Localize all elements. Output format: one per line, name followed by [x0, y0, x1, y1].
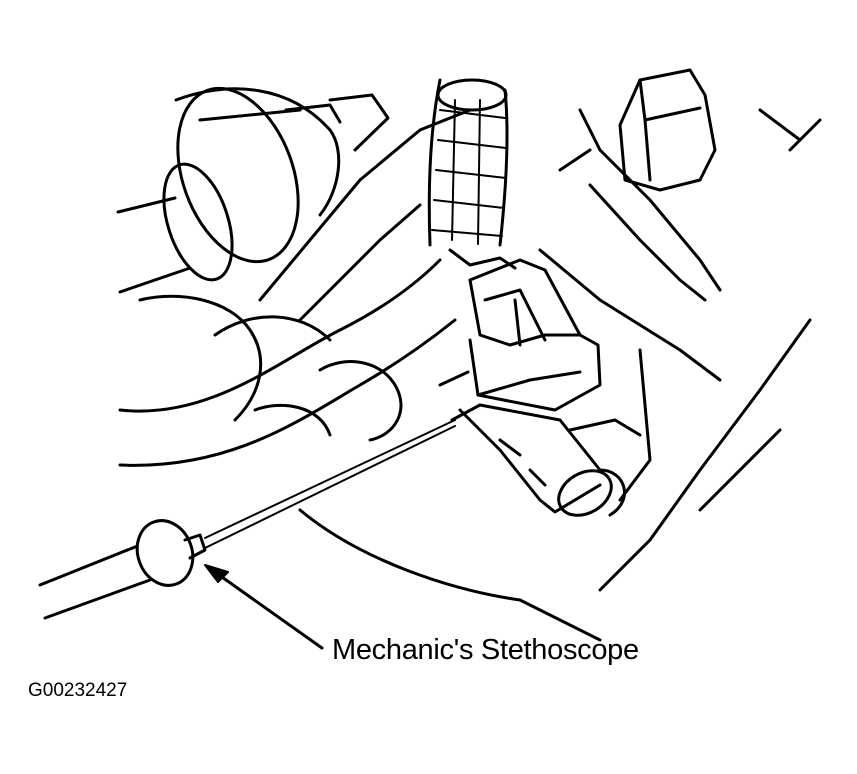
wiring-harness — [427, 78, 517, 270]
figure-id: G00232427 — [28, 680, 128, 701]
callout-label: Mechanic's Stethoscope — [332, 634, 639, 666]
secondary-connector — [558, 68, 822, 302]
fuel-injector — [438, 370, 626, 517]
pipe-flange — [116, 86, 390, 294]
engine-block — [138, 248, 812, 642]
stethoscope-probe — [38, 419, 456, 620]
fuel-rail — [118, 108, 472, 467]
injector-connector — [468, 258, 602, 412]
callout-arrow — [204, 564, 324, 650]
